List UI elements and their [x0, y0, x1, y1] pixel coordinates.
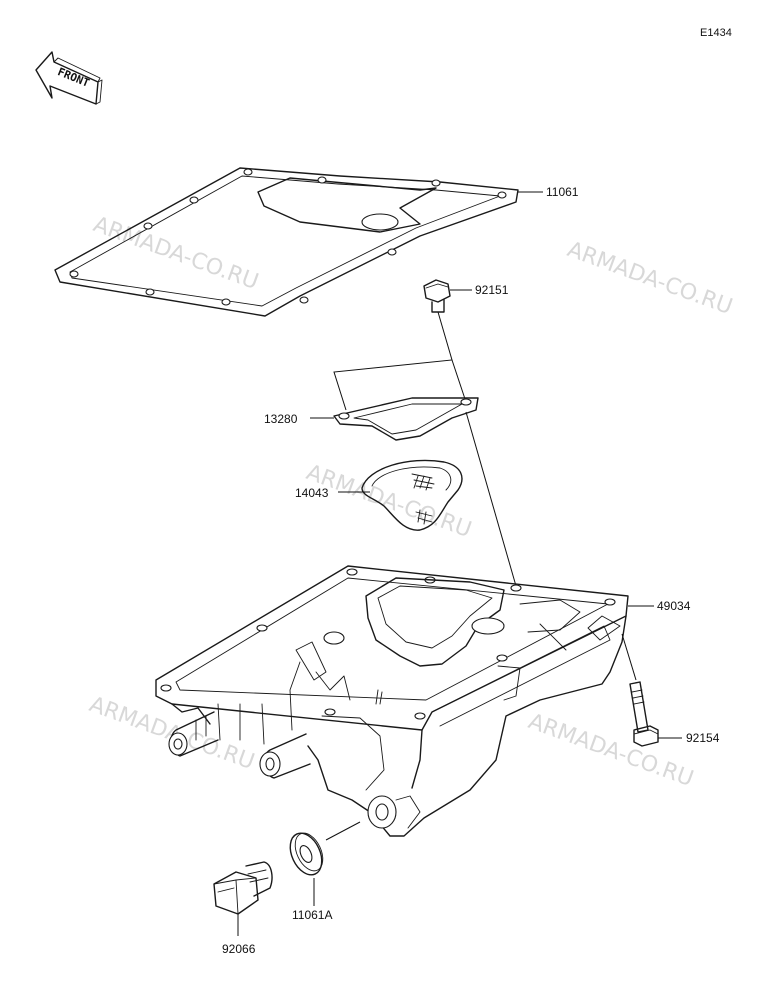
diagram-code: E1434 — [700, 27, 732, 39]
watermark: ARMADA-CO.RU — [564, 237, 736, 320]
front-label: FRONT — [56, 65, 92, 90]
bolt-side — [629, 681, 659, 747]
part-label-strainer: 14043 — [295, 486, 329, 500]
part-label-strainer-gasket: 13280 — [264, 412, 298, 426]
part-label-bolt-side: 92154 — [686, 731, 720, 745]
part-label-oil-pan: 49034 — [657, 599, 691, 613]
pan-gasket — [54, 167, 519, 317]
part-label-bolt-top: 92151 — [475, 283, 509, 297]
drain-plug — [213, 861, 273, 915]
part-label-washer: 11061A — [292, 908, 332, 922]
part-label-pan-gasket: 11061 — [546, 185, 579, 199]
oil-strainer — [361, 459, 463, 531]
part-label-drain-plug: 92066 — [222, 942, 256, 956]
watermark: ARMADA-CO.RU — [525, 709, 697, 792]
washer — [289, 832, 324, 876]
strainer-gasket — [333, 397, 479, 441]
front-arrow-icon: FRONT — [35, 51, 103, 105]
bolt-top — [423, 279, 451, 313]
watermark: ARMADA-CO.RU — [90, 212, 262, 295]
oil-pan — [155, 565, 629, 837]
